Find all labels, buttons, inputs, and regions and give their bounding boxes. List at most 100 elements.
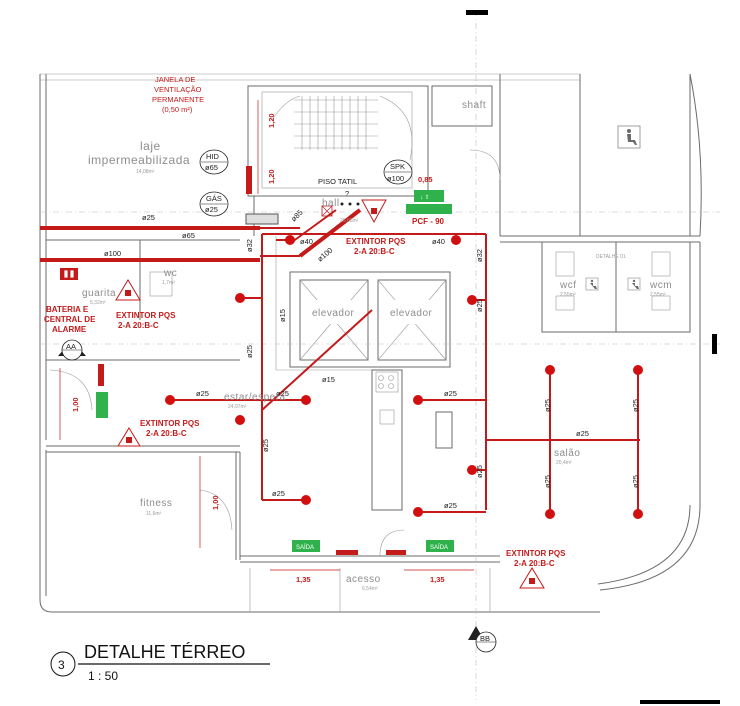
extintor-estar-line-1: EXTINTOR PQS — [140, 419, 200, 428]
room-guarita-area: 5,32m² — [90, 300, 106, 306]
dim-1-20-b: 1,20 — [267, 169, 276, 184]
bateria-line-2: CENTRAL DE — [44, 315, 96, 324]
hid-tag: HID ø65 — [199, 149, 229, 175]
section-cut-top — [466, 10, 488, 15]
architecture-walls — [39, 10, 720, 700]
room-estar: estar/espera — [224, 392, 286, 403]
hid-diameter: ø65 — [205, 163, 218, 172]
dim-1-35-a: 1,35 — [296, 575, 311, 584]
room-wc: wc — [163, 268, 177, 279]
spk-tag: SPK ø100 — [383, 159, 413, 185]
exit-sign-acesso-right-label: SAÍDA — [430, 544, 448, 551]
pipe-d40-right: ø40 — [432, 237, 445, 246]
room-hall-area: 26,66m² — [340, 218, 359, 224]
gas-diameter: ø25 — [205, 205, 218, 214]
room-fitness-area: 11,6m² — [146, 511, 162, 517]
dim-1-35-b: 1,35 — [430, 575, 445, 584]
exit-sign-acesso-left: SAÍDA — [292, 540, 320, 552]
section-cut-bottom — [640, 700, 720, 704]
room-guarita: guarita — [82, 288, 116, 299]
sprinkler-pipes — [40, 208, 640, 514]
pipe-d85: ø85 — [289, 208, 305, 224]
janela-line-3: PERMANENTE — [152, 95, 204, 104]
pipe-d25-salao-h: ø25 — [576, 429, 589, 438]
pcf-label: PCF - 90 — [412, 217, 445, 226]
exit-sign-pcf: ↓ ⇧ — [406, 190, 452, 214]
room-laje-2: impermeabilizada — [88, 153, 190, 167]
room-wcm: wcm — [649, 280, 672, 291]
janela-line-4: (0,50 m²) — [162, 105, 193, 114]
room-wcf: wcf — [559, 280, 577, 291]
pipe-d25-salao-1: ø25 — [543, 399, 552, 412]
room-wc-area: 1,7m² — [162, 280, 175, 286]
room-fitness: fitness — [140, 498, 172, 509]
room-shaft: shaft — [462, 100, 486, 111]
gas-label: GÁS — [206, 194, 222, 203]
pipe-d25-salao-2: ø25 — [631, 399, 640, 412]
room-estar-area: 24,97m² — [228, 404, 247, 410]
pipe-d100-diag: ø100 — [316, 246, 335, 264]
section-marker-aa: AA — [58, 339, 86, 361]
pipe-d25-kitchen-1: ø25 — [444, 389, 457, 398]
extintor-estar-line-2: 2-A 20:B-C — [146, 429, 187, 438]
fire-equipment — [60, 166, 406, 555]
pipe-d32-right: ø32 — [475, 249, 484, 262]
room-salao-area: 20,4m² — [556, 460, 572, 466]
pipe-d25-kitchen-2: ø25 — [444, 501, 457, 510]
room-salao: salão — [554, 448, 580, 459]
hid-label: HID — [206, 152, 220, 161]
pipe-d25-right-top: ø25 — [475, 299, 484, 312]
pipe-d25-estar-1: ø25 — [196, 389, 209, 398]
janela-line-1: JANELA DE — [155, 75, 195, 84]
accessible-icon — [627, 129, 637, 145]
stair-treads — [271, 95, 413, 161]
room-laje-area: 14,08m² — [136, 169, 155, 175]
bateria-line-1: BATERIA E — [46, 305, 89, 314]
extinguisher-icon-estar — [117, 427, 141, 447]
detalhe-01-label: DETALHE 01 — [596, 254, 626, 260]
dim-0-85: 0,85 — [418, 175, 433, 184]
room-acesso-area: 6,54m² — [362, 586, 378, 592]
svg-text:↓ ⇧: ↓ ⇧ — [420, 194, 430, 201]
room-wcm-area: 2,55m² — [650, 292, 666, 298]
room-elevador-2: elevador — [390, 308, 433, 319]
pipe-d25-salao-4: ø25 — [631, 475, 640, 488]
drawing-title-block: 3 DETALHE TÉRREO 1 : 50 — [50, 642, 270, 683]
pipe-d100-main: ø100 — [104, 249, 121, 258]
section-cut-right — [712, 334, 717, 354]
accessible-icon-wcm — [627, 277, 641, 291]
extintor-top-line-1: EXTINTOR PQS — [346, 237, 406, 246]
pipe-d25-left-vert: ø25 — [245, 345, 254, 358]
room-hall: hall — [322, 198, 340, 209]
pipe-d15-horz: ø15 — [322, 375, 335, 384]
exit-sign-acesso-right: SAÍDA — [426, 540, 454, 552]
extinguisher-icon-acesso — [519, 567, 545, 589]
pipe-d15-vert: ø15 — [278, 309, 287, 322]
extintor-acesso-line-1: EXTINTOR PQS — [506, 549, 566, 558]
exit-sign-acesso-left-label: SAÍDA — [296, 544, 314, 551]
pipe-d65-main: ø65 — [182, 231, 195, 240]
room-elevador-1: elevador — [312, 308, 355, 319]
room-acesso: acesso — [346, 574, 381, 585]
accessible-icon-wcf — [585, 277, 599, 291]
extintor-top-line-2: 2-A 20:B-C — [354, 247, 395, 256]
dimension-lines — [59, 100, 474, 571]
question-mark: ? — [345, 189, 349, 198]
dim-1-00-b: 1,00 — [211, 495, 220, 510]
pipe-d32-left: ø32 — [245, 239, 254, 252]
pipe-d25-right-mid: ø25 — [475, 465, 484, 478]
drawing-number: 3 — [58, 658, 65, 672]
sprinkler-heads — [165, 235, 643, 519]
pipe-d25-bottom-left: ø25 — [272, 489, 285, 498]
exit-sign-guarita — [96, 392, 108, 418]
room-laje-1: laje — [140, 139, 161, 153]
gas-tag: GÁS ø25 — [199, 191, 229, 217]
dim-1-20-a: 1,20 — [267, 113, 276, 128]
piso-tatil-label: PISO TATIL — [318, 177, 357, 186]
extinguisher-icon-hall — [361, 199, 387, 224]
room-wcf-area: 2,55m² — [560, 292, 576, 298]
section-bb-label: BB — [480, 634, 490, 643]
bateria-line-3: ALARME — [52, 325, 87, 334]
pipe-d40-left: ø40 — [300, 237, 313, 246]
pipe-d25-salao-3: ø25 — [543, 475, 552, 488]
